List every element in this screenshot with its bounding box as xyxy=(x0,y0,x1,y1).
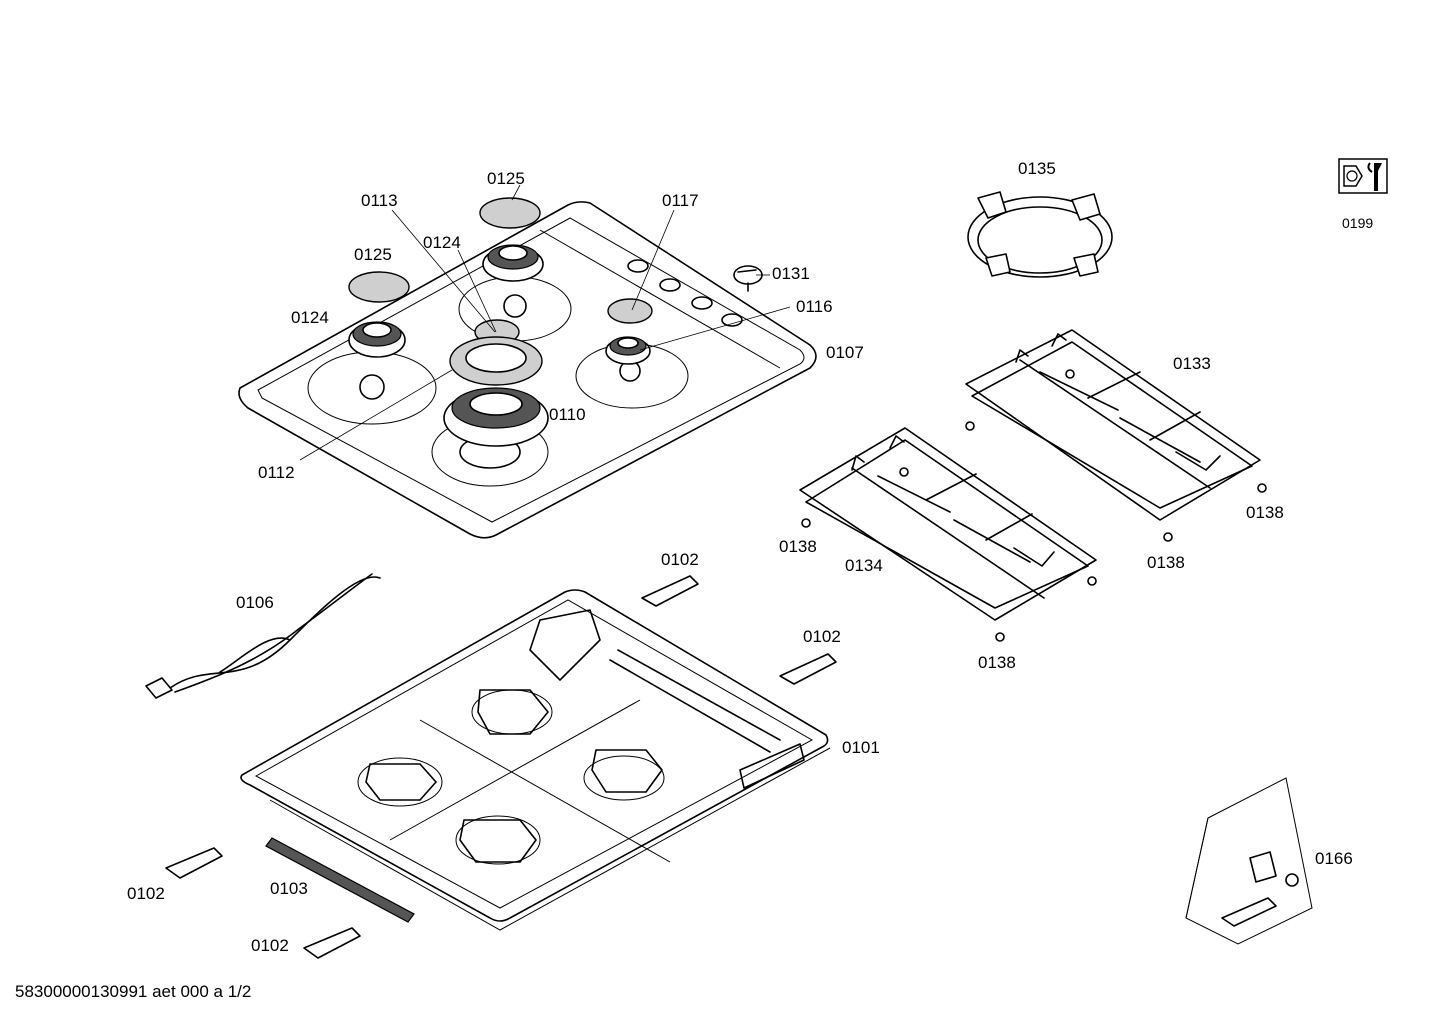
part-label-0102-left: 0102 xyxy=(127,884,165,903)
part-label-0124-rear: 0124 xyxy=(423,233,461,252)
leader-lines xyxy=(299,184,791,461)
part-label-0110: 0110 xyxy=(549,405,586,424)
document-code: 58300000130991 aet 000 a 1/2 xyxy=(15,982,252,1001)
control-knob xyxy=(733,265,763,292)
power-cable xyxy=(145,573,381,699)
part-label-0112: 0112 xyxy=(258,463,295,482)
part-label-0135: 0135 xyxy=(1018,159,1056,178)
burner-left-small xyxy=(348,271,410,358)
seal-strip xyxy=(265,837,415,923)
part-label-0116: 0116 xyxy=(796,297,833,316)
mounting-clips xyxy=(165,575,837,959)
part-label-0124-left: 0124 xyxy=(291,308,329,327)
gas-conversion-kit xyxy=(1185,777,1313,945)
burner-right-small xyxy=(605,298,653,365)
part-label-0103: 0103 xyxy=(270,879,308,898)
part-label-0125-rear: 0125 xyxy=(487,169,525,188)
wrench-nut-icon xyxy=(1338,158,1388,194)
part-label-0131: 0131 xyxy=(772,264,810,283)
part-label-0166: 0166 xyxy=(1315,849,1353,868)
part-label-0102-right: 0102 xyxy=(803,627,841,646)
pan-support-front xyxy=(799,427,1097,621)
part-label-0138-right: 0138 xyxy=(1246,503,1284,522)
part-label-0106: 0106 xyxy=(236,593,274,612)
part-label-0102-top: 0102 xyxy=(661,550,699,569)
part-label-0138-mid: 0138 xyxy=(1147,553,1185,572)
part-label-0107: 0107 xyxy=(826,343,864,362)
part-label-0101: 0101 xyxy=(842,738,880,757)
part-label-0117: 0117 xyxy=(662,191,699,210)
service-tool-box: 0199 xyxy=(1338,158,1388,231)
wok-ring xyxy=(967,191,1113,278)
part-label-0113: 0113 xyxy=(361,191,398,210)
part-label-0138-left: 0138 xyxy=(779,537,817,556)
pan-support-rear xyxy=(965,329,1261,521)
part-label-0134: 0134 xyxy=(845,556,883,575)
part-label-0138-bottom: 0138 xyxy=(978,653,1016,672)
rubber-feet xyxy=(801,369,1267,642)
service-tool-label: 0199 xyxy=(1342,215,1374,231)
burner-rear xyxy=(479,197,544,282)
burner-wok xyxy=(443,319,549,447)
part-label-0133: 0133 xyxy=(1173,354,1211,373)
bottom-tray xyxy=(240,589,831,931)
part-label-0125-left: 0125 xyxy=(354,245,392,264)
part-label-0102-bottom: 0102 xyxy=(251,936,289,955)
